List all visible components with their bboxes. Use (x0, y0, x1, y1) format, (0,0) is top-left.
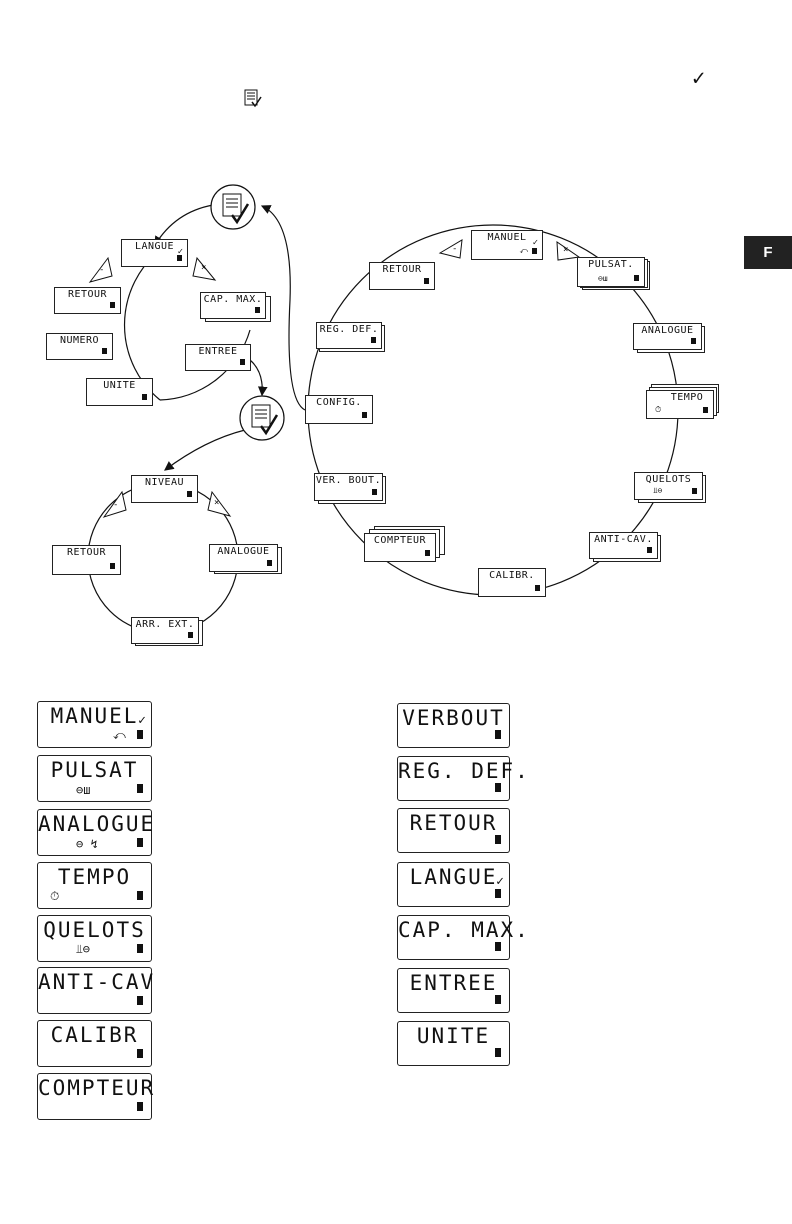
lcd-unite: UNITE (86, 378, 153, 406)
mode-symbol-icon: ⊖ш (76, 783, 91, 797)
display-right-2: RETOUR (397, 808, 510, 853)
main-minus-label: - (452, 244, 458, 254)
battery-block-icon (137, 891, 143, 900)
lcd-analogue-bl: ANALOGUE (209, 544, 278, 572)
check-icon: ✓ (496, 874, 504, 889)
mode-symbol-icon: ⏱ (50, 889, 60, 903)
display-label: REG. DEF. (398, 759, 530, 783)
mode-symbol-icon: ⊖ ↯ (76, 837, 98, 851)
display-left-6: CALIBR (37, 1020, 152, 1067)
lcd-quelots: QUELOTS⫫⊖ (634, 472, 703, 500)
diagram-connectors (87, 184, 679, 634)
lcd-analogue-main: ANALOGUE (633, 323, 702, 350)
battery-block-icon (495, 783, 501, 792)
display-left-3: TEMPO⏱ (37, 862, 152, 909)
battery-block-icon (495, 835, 501, 844)
lcd-niveau: NIVEAU (131, 475, 198, 503)
lcd-retour-main: RETOUR (369, 262, 435, 290)
display-left-5: ANTI-CAV (37, 967, 156, 1014)
battery-block-icon (137, 1102, 143, 1111)
battery-block-icon (495, 995, 501, 1004)
mode-symbol-icon: ⤺ (113, 728, 126, 742)
lcd-entree: ENTREE (185, 344, 251, 371)
lcd-numero: NUMERO (46, 333, 113, 360)
display-label: QUELOTS (43, 918, 146, 942)
display-label: ANALOGUE (38, 812, 156, 836)
display-left-7: COMPTEUR (37, 1073, 156, 1120)
lcd-manuel: MANUEL✓⤺ (471, 230, 543, 260)
battery-block-icon (495, 1048, 501, 1057)
display-right-5: ENTREE (397, 968, 510, 1013)
lcd-tempo: TEMPO⏱ (646, 390, 714, 419)
mode-symbol-icon: ⫫⊖ (76, 942, 90, 956)
display-label: CAP. MAX. (398, 918, 530, 942)
display-label: UNITE (416, 1024, 491, 1048)
battery-block-icon (137, 1049, 143, 1058)
display-right-4: CAP. MAX. (397, 915, 530, 960)
bl-minus-label: - (113, 500, 119, 510)
display-right-1: REG. DEF. (397, 756, 530, 801)
display-label: COMPTEUR (38, 1076, 156, 1100)
battery-block-icon (495, 889, 501, 898)
display-label: LANGUE (409, 865, 498, 889)
tl-minus-label: - (99, 265, 105, 275)
check-icon: ✓ (138, 713, 146, 728)
battery-block-icon (137, 996, 143, 1005)
display-label: PULSAT (50, 758, 139, 782)
tl-plus-label: × (201, 263, 207, 273)
display-left-4: QUELOTS⫫⊖ (37, 915, 152, 962)
lcd-calibr: CALIBR. (478, 568, 546, 597)
display-right-3: LANGUE✓ (397, 862, 510, 907)
display-right-6: UNITE (397, 1021, 510, 1066)
lcd-anti-cav: ANTI-CAV. (589, 532, 658, 559)
display-label: ANTI-CAV (38, 970, 156, 994)
lcd-arr-ext: ARR. EXT. (131, 617, 199, 644)
lcd-retour-bl: RETOUR (52, 545, 121, 575)
check-icon: ✓ (692, 66, 706, 91)
display-left-2: ANALOGUE⊖ ↯ (37, 809, 156, 856)
display-right-0: VERBOUT (397, 703, 510, 748)
battery-block-icon (137, 838, 143, 847)
lcd-ver-bout: VER. BOUT. (314, 473, 383, 501)
display-left-0: MANUEL⤺ ✓ (37, 701, 152, 748)
display-label: RETOUR (409, 811, 498, 835)
battery-block-icon (137, 784, 143, 793)
display-label: TEMPO (57, 865, 132, 889)
display-left-1: PULSAT⊖ш (37, 755, 152, 802)
lcd-config: CONFIG. (305, 395, 373, 424)
menu-confirm-icon (244, 89, 262, 108)
main-plus-label: × (563, 245, 569, 255)
display-label: ENTREE (409, 971, 498, 995)
bl-plus-label: × (214, 498, 220, 508)
display-label: CALIBR (50, 1023, 139, 1047)
lcd-reg-def: REG. DEF. (316, 322, 382, 349)
page-section-tab: F (744, 236, 792, 269)
battery-block-icon (495, 942, 501, 951)
display-label: MANUEL (50, 704, 139, 728)
lcd-langue: LANGUE✓ (121, 239, 188, 267)
battery-block-icon (137, 730, 143, 739)
battery-block-icon (495, 730, 501, 739)
lcd-compteur: COMPTEUR (364, 533, 436, 562)
lcd-pulsat: PULSAT.⊖ш (577, 257, 645, 287)
lcd-retour-tl: RETOUR (54, 287, 121, 314)
display-label: VERBOUT (402, 706, 505, 730)
battery-block-icon (137, 944, 143, 953)
lcd-cap-max: CAP. MAX. (200, 292, 266, 319)
